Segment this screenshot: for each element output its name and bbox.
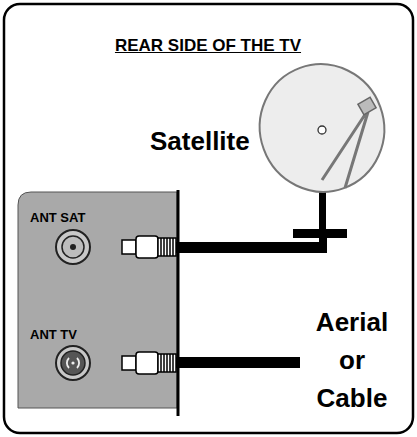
tv-edge bbox=[177, 190, 180, 416]
sat-plug bbox=[122, 236, 176, 258]
satellite-label: Satellite bbox=[150, 126, 250, 157]
sat-cable bbox=[176, 242, 326, 253]
tv-socket bbox=[56, 346, 90, 380]
aerial-cable bbox=[176, 357, 300, 368]
frame bbox=[4, 4, 413, 433]
port-label: ANT TV bbox=[30, 327, 77, 342]
port-label: ANT SAT bbox=[30, 210, 85, 225]
diagram-title: REAR SIDE OF THE TV bbox=[115, 36, 301, 56]
tv-panel bbox=[18, 192, 177, 408]
tv-plug bbox=[122, 352, 176, 374]
source-label: Aerial or Cable bbox=[306, 303, 398, 417]
satellite-dish bbox=[242, 47, 402, 253]
sat-socket bbox=[56, 230, 90, 264]
